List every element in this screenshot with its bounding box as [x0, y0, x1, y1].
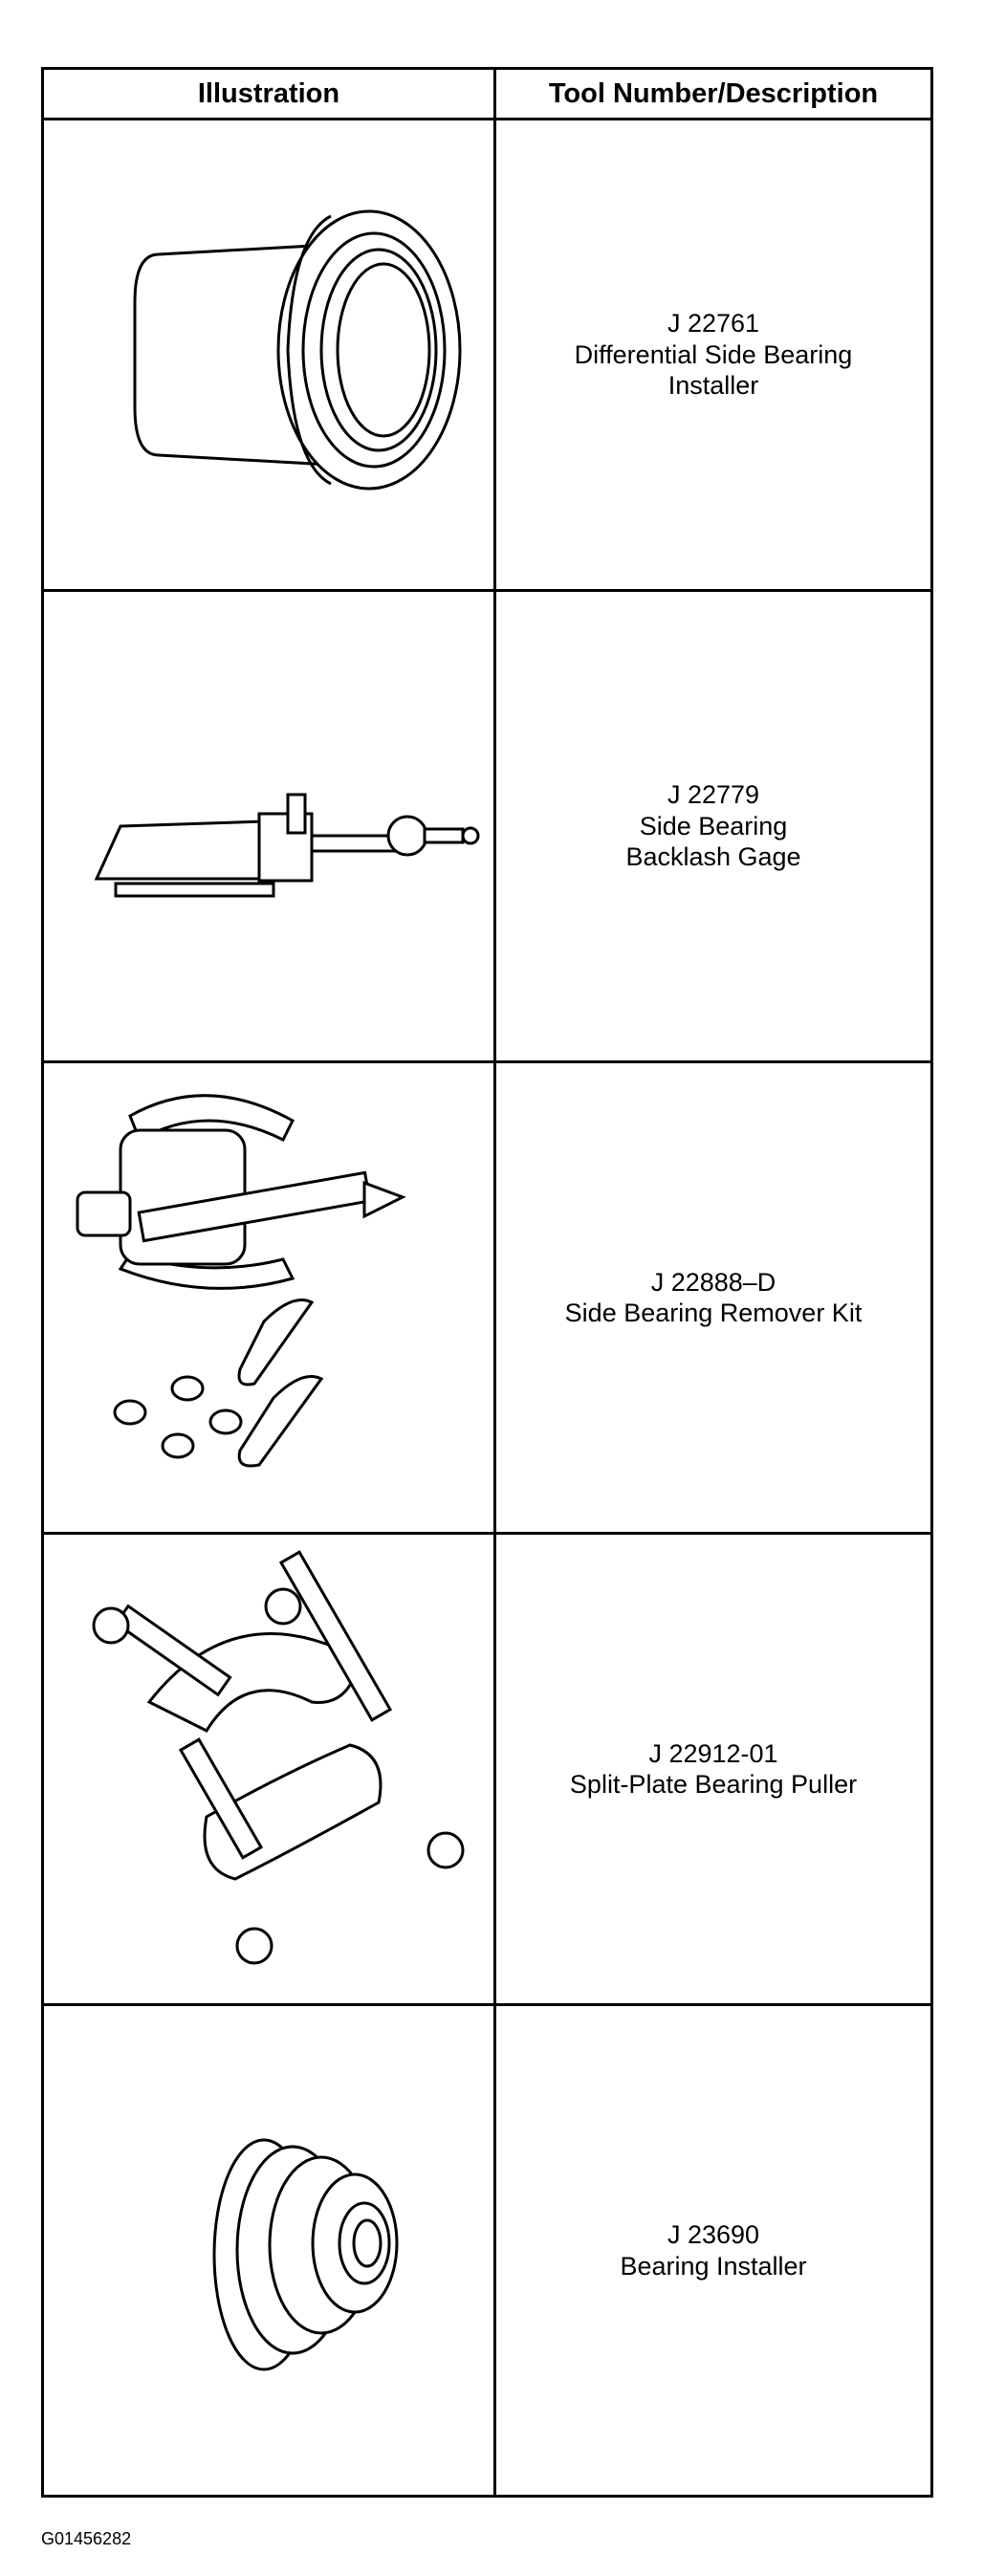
- tool-name-line1: Differential Side Bearing: [574, 339, 853, 369]
- tool-number: J 22888–D: [650, 1267, 776, 1297]
- tool-name-line2: Installer: [667, 371, 759, 401]
- bearing-installer-icon: [133, 209, 462, 491]
- row-divider: [44, 2003, 930, 2006]
- column-divider: [493, 70, 496, 2495]
- illustration-cell: [44, 592, 493, 1060]
- illustration-cell: [44, 1063, 493, 1532]
- tool-name-line1: Side Bearing: [639, 811, 788, 840]
- tool-name-line1: Side Bearing Remover Kit: [564, 1299, 863, 1327]
- split-plate-puller-icon: [92, 1550, 465, 1965]
- illustration-cell: [44, 1535, 493, 2003]
- table-row: J 22761 Differential Side Bearing Instal…: [44, 120, 930, 589]
- illustration-cell: [44, 120, 493, 589]
- tool-description: J 22912-01 Split-Plate Bearing Puller: [496, 1535, 930, 2003]
- backlash-gage-icon: [94, 793, 480, 898]
- bearing-remover-kit-icon: [76, 1094, 406, 1468]
- tool-name-line1: Split-Plate Bearing Puller: [569, 1770, 858, 1799]
- row-divider: [44, 1060, 930, 1063]
- tool-description: J 22779 Side Bearing Backlash Gage: [496, 592, 930, 1060]
- table-row: J 22912-01 Split-Plate Bearing Puller: [44, 1535, 930, 2003]
- tool-description: J 22761 Differential Side Bearing Instal…: [496, 120, 930, 589]
- tool-number: J 22912-01: [648, 1738, 778, 1768]
- tool-number: J 23690: [667, 2220, 760, 2250]
- row-divider: [44, 1532, 930, 1535]
- tool-name-line1: Bearing Installer: [620, 2251, 807, 2281]
- tool-description: J 23690 Bearing Installer: [496, 2006, 930, 2495]
- header-illustration: Illustration: [197, 77, 340, 109]
- figure-id: G01456282: [41, 2529, 132, 2548]
- bearing-installer-small-icon: [212, 2138, 399, 2371]
- tool-number: J 22761: [667, 309, 760, 338]
- tool-number: J 22779: [667, 780, 760, 810]
- header-divider: [44, 118, 930, 120]
- row-divider: [44, 589, 930, 592]
- tool-name-line2: Backlash Gage: [625, 842, 801, 872]
- illustration-cell: [44, 2006, 493, 2495]
- tool-description: J 22888–D Side Bearing Remover Kit: [496, 1063, 930, 1532]
- table-row: J 22888–D Side Bearing Remover Kit: [44, 1063, 930, 1532]
- tool-table: Illustration Tool Number/Description J 2…: [41, 67, 933, 2498]
- table-row: J 22779 Side Bearing Backlash Gage: [44, 592, 930, 1060]
- header-description: Tool Number/Description: [548, 77, 879, 109]
- table-row: J 23690 Bearing Installer: [44, 2006, 930, 2495]
